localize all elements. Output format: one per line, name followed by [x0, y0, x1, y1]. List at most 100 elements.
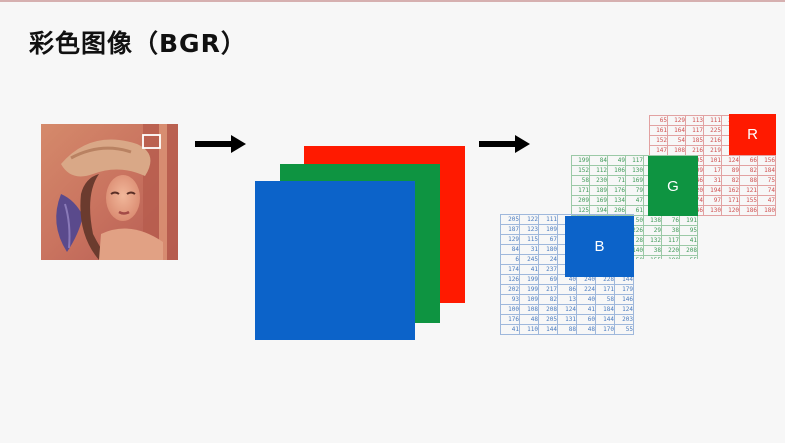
matrix-cell: 67 — [538, 234, 558, 245]
matrix-cell: 120 — [721, 205, 740, 216]
matrix-cell: 41 — [500, 324, 520, 335]
matrix-cell: 121 — [739, 185, 758, 196]
matrix-cell: 54 — [667, 135, 686, 146]
matrix-cell: 176 — [500, 314, 520, 325]
matrix-cell: 219 — [703, 145, 722, 156]
matrix-cell: 179 — [614, 284, 634, 295]
matrix-cell: 186 — [739, 205, 758, 216]
matrix-cell: 199 — [571, 155, 590, 166]
matrix-cell: 122 — [519, 214, 539, 225]
slide-title: 彩色图像（BGR） — [29, 29, 247, 58]
matrix-cell: 237 — [538, 264, 558, 275]
matrix-cell: 134 — [607, 195, 626, 206]
top-accent-line — [0, 0, 785, 2]
matrix-cell: 115 — [519, 234, 539, 245]
matrix-cell: 113 — [685, 115, 704, 126]
matrix-cell: 88 — [739, 175, 758, 186]
matrix-cell: 13 — [557, 294, 577, 305]
matrix-cell: 48 — [519, 314, 539, 325]
matrix-cell: 111 — [703, 115, 722, 126]
matrix-cell: 124 — [614, 304, 634, 315]
matrix-cell: 203 — [614, 314, 634, 325]
matrix-cell: 205 — [500, 214, 520, 225]
matrix-cell: 216 — [685, 145, 704, 156]
matrix-cell: 130 — [625, 165, 644, 176]
matrix-cell: 117 — [685, 125, 704, 136]
matrix-cell: 191 — [679, 215, 698, 226]
matrix-cell: 199 — [519, 274, 539, 285]
matrix-cell: 60 — [576, 314, 596, 325]
matrix-cell: 129 — [500, 234, 520, 245]
matrix-cell: 93 — [500, 294, 520, 305]
matrix-cell: 82 — [739, 165, 758, 176]
matrix-cell: 108 — [519, 304, 539, 315]
matrix-cell: 66 — [739, 155, 758, 166]
matrix-cell: 38 — [661, 225, 680, 236]
matrix-cell: 123 — [519, 224, 539, 235]
blue-channel-label: B — [565, 216, 634, 277]
matrix-cell: 117 — [661, 235, 680, 246]
matrix-cell: 58 — [595, 294, 615, 305]
matrix-cell: 109 — [519, 294, 539, 305]
matrix-cell: 41 — [679, 235, 698, 246]
matrix-cell: 205 — [538, 314, 558, 325]
matrix-cell: 217 — [538, 284, 558, 295]
matrix-cell: 79 — [625, 185, 644, 196]
matrix-cell: 24 — [538, 254, 558, 265]
matrix-cell: 17 — [703, 165, 722, 176]
matrix-cell: 216 — [703, 135, 722, 146]
matrix-cell: 111 — [538, 214, 558, 225]
matrix-cell: 171 — [595, 284, 615, 295]
matrix-cell: 199 — [519, 284, 539, 295]
matrix-cell: 82 — [721, 175, 740, 186]
matrix-cell: 155 — [643, 255, 662, 259]
matrix-cell: 171 — [721, 195, 740, 206]
matrix-cell: 187 — [500, 224, 520, 235]
matrix-cell: 156 — [757, 155, 776, 166]
matrix-cell: 75 — [757, 175, 776, 186]
matrix-cell: 58 — [571, 175, 590, 186]
matrix-cell: 88 — [557, 324, 577, 335]
matrix-cell: 230 — [589, 175, 608, 186]
matrix-cell: 185 — [685, 135, 704, 146]
matrix-cell: 208 — [679, 245, 698, 256]
matrix-cell: 176 — [607, 185, 626, 196]
matrix-cell: 124 — [721, 155, 740, 166]
matrix-cell: 174 — [500, 264, 520, 275]
matrix-cell: 169 — [589, 195, 608, 206]
matrix-cell: 189 — [589, 185, 608, 196]
matrix-cell: 152 — [571, 165, 590, 176]
matrix-cell: 86 — [557, 284, 577, 295]
matrix-cell: 74 — [757, 185, 776, 196]
matrix-cell: 132 — [643, 235, 662, 246]
matrix-cell: 84 — [589, 155, 608, 166]
matrix-cell: 55 — [679, 255, 698, 259]
matrix-cell: 40 — [576, 294, 596, 305]
matrix-cell: 84 — [500, 244, 520, 255]
matrix-cell: 155 — [739, 195, 758, 206]
matrix-cell: 109 — [538, 224, 558, 235]
arrow-right-icon — [479, 135, 530, 153]
matrix-cell: 47 — [625, 195, 644, 206]
arrow-right-icon — [195, 135, 246, 153]
matrix-cell: 209 — [571, 195, 590, 206]
matrix-cell: 130 — [703, 205, 722, 216]
matrix-cell: 194 — [703, 185, 722, 196]
matrix-cell: 112 — [589, 165, 608, 176]
matrix-cell: 171 — [571, 185, 590, 196]
matrix-cell: 41 — [519, 264, 539, 275]
matrix-cell: 55 — [614, 324, 634, 335]
matrix-cell: 138 — [643, 215, 662, 226]
matrix-cell: 202 — [500, 284, 520, 295]
matrix-cell: 65 — [649, 115, 668, 126]
green-channel-label: G — [648, 156, 698, 216]
matrix-cell: 117 — [625, 155, 644, 166]
matrix-cell: 169 — [625, 175, 644, 186]
matrix-cell: 108 — [667, 145, 686, 156]
matrix-cell: 95 — [679, 225, 698, 236]
matrix-cell: 184 — [757, 165, 776, 176]
